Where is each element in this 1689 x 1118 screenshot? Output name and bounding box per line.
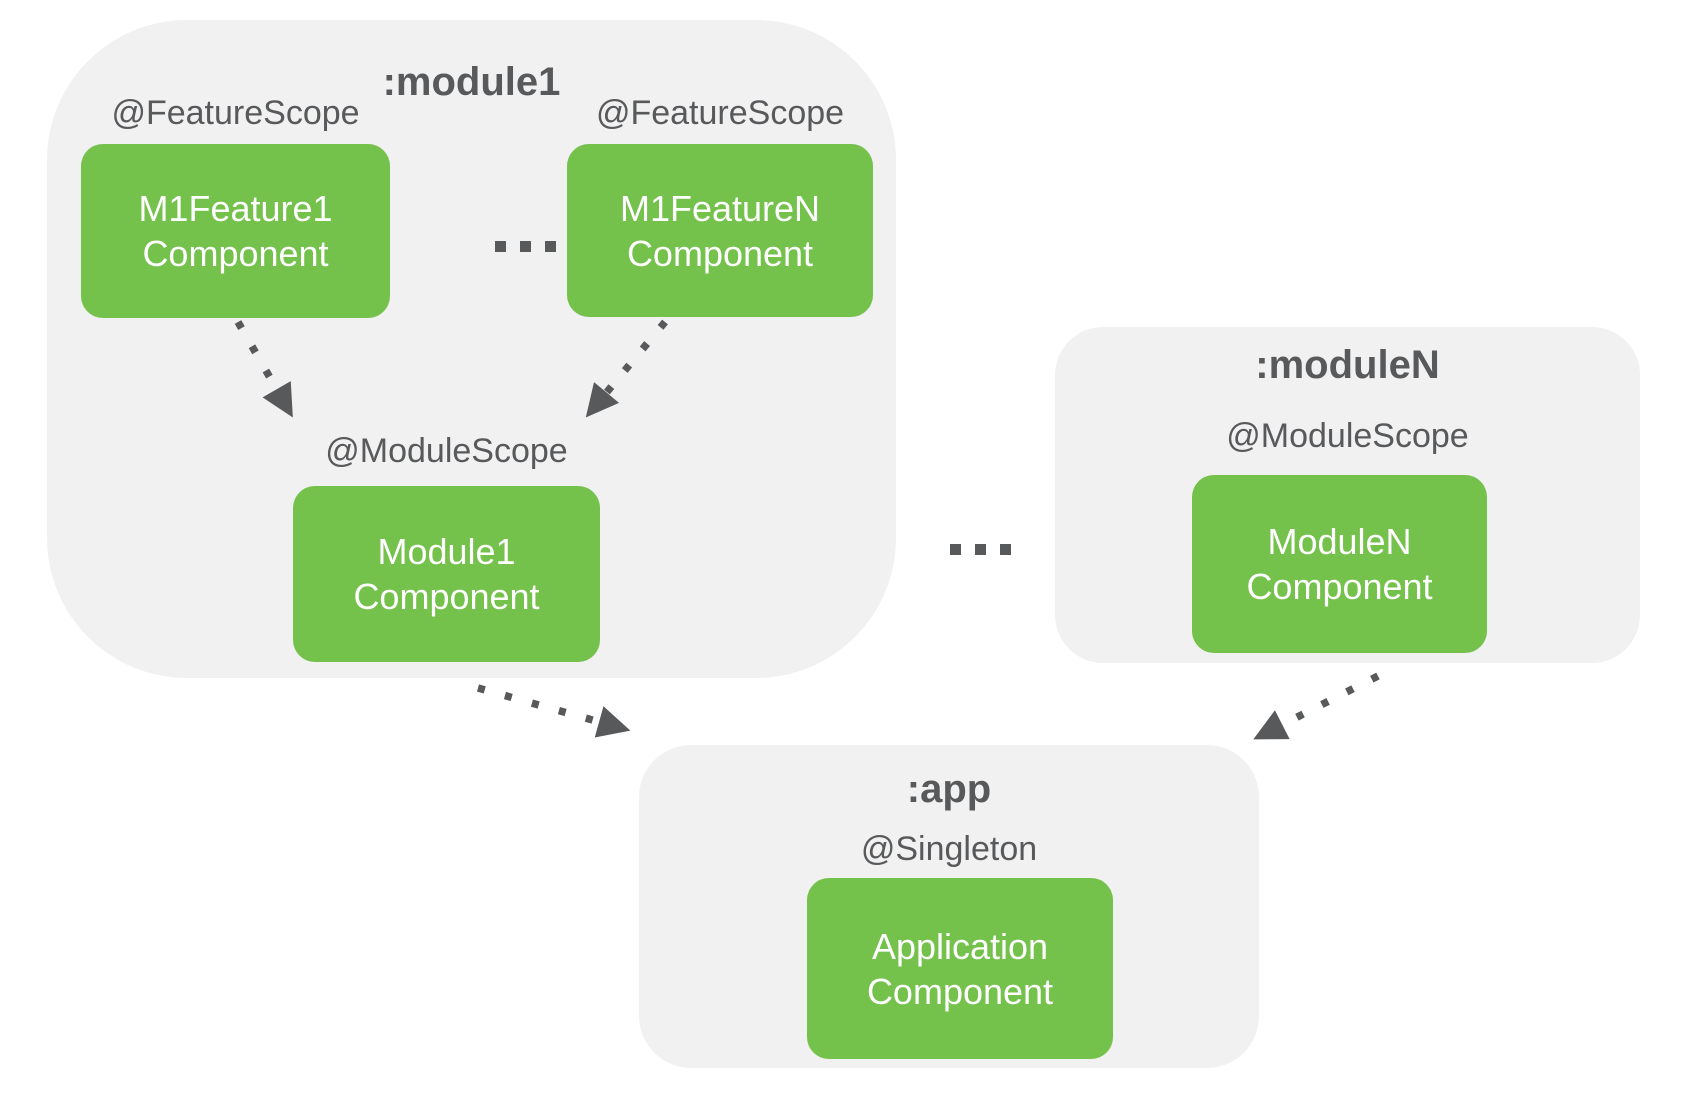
- module1-container: :module1 @FeatureScope @FeatureScope M1F…: [47, 20, 896, 678]
- box-label-line: Module1: [377, 531, 516, 572]
- arrow-modulen-to-app: [1253, 672, 1380, 740]
- box-label-line: Component: [142, 233, 329, 274]
- box-label-line: M1FeatureN: [619, 187, 821, 229]
- m1feature1-component-box: M1Feature1 Component: [81, 144, 390, 318]
- application-component-box: Application Component: [807, 878, 1113, 1059]
- module1-title: :module1: [382, 60, 561, 104]
- m1featuren-component-box: M1FeatureN Component: [567, 144, 873, 317]
- ellipsis-icon: [495, 241, 556, 252]
- dot: [495, 241, 506, 252]
- app-container: :app @Singleton Application Component: [639, 745, 1259, 1068]
- moduleN-title: :moduleN: [1255, 343, 1440, 387]
- feature-scope-label-left: @FeatureScope: [111, 94, 360, 132]
- box-label-line: M1Feature1: [138, 188, 333, 229]
- box-label-line: Application: [871, 925, 1049, 967]
- box-label-line: Component: [353, 576, 540, 617]
- moduleN-module-scope-label: @ModuleScope: [1226, 417, 1469, 455]
- box-label-line: Component: [866, 970, 1054, 1012]
- arrow-module1-to-app: [476, 684, 631, 738]
- module1-module-scope-label: @ModuleScope: [325, 432, 568, 470]
- box-label-line: ModuleN: [1267, 521, 1412, 562]
- modulen-component-box: ModuleN Component: [1192, 475, 1487, 653]
- moduleN-container: :moduleN @ModuleScope ModuleN Component: [1055, 327, 1640, 663]
- app-title: :app: [906, 767, 992, 811]
- dot: [1000, 544, 1011, 555]
- dot: [545, 241, 556, 252]
- feature-scope-label-right: @FeatureScope: [595, 94, 845, 132]
- dot: [950, 544, 961, 555]
- ellipsis-icon: [950, 544, 1011, 555]
- dot: [975, 544, 986, 555]
- box-label-line: Component: [1246, 566, 1433, 607]
- box-label-line: Component: [626, 232, 814, 274]
- dot: [520, 241, 531, 252]
- module1-component-box: Module1 Component: [293, 486, 600, 662]
- app-singleton-label: @Singleton: [860, 830, 1038, 868]
